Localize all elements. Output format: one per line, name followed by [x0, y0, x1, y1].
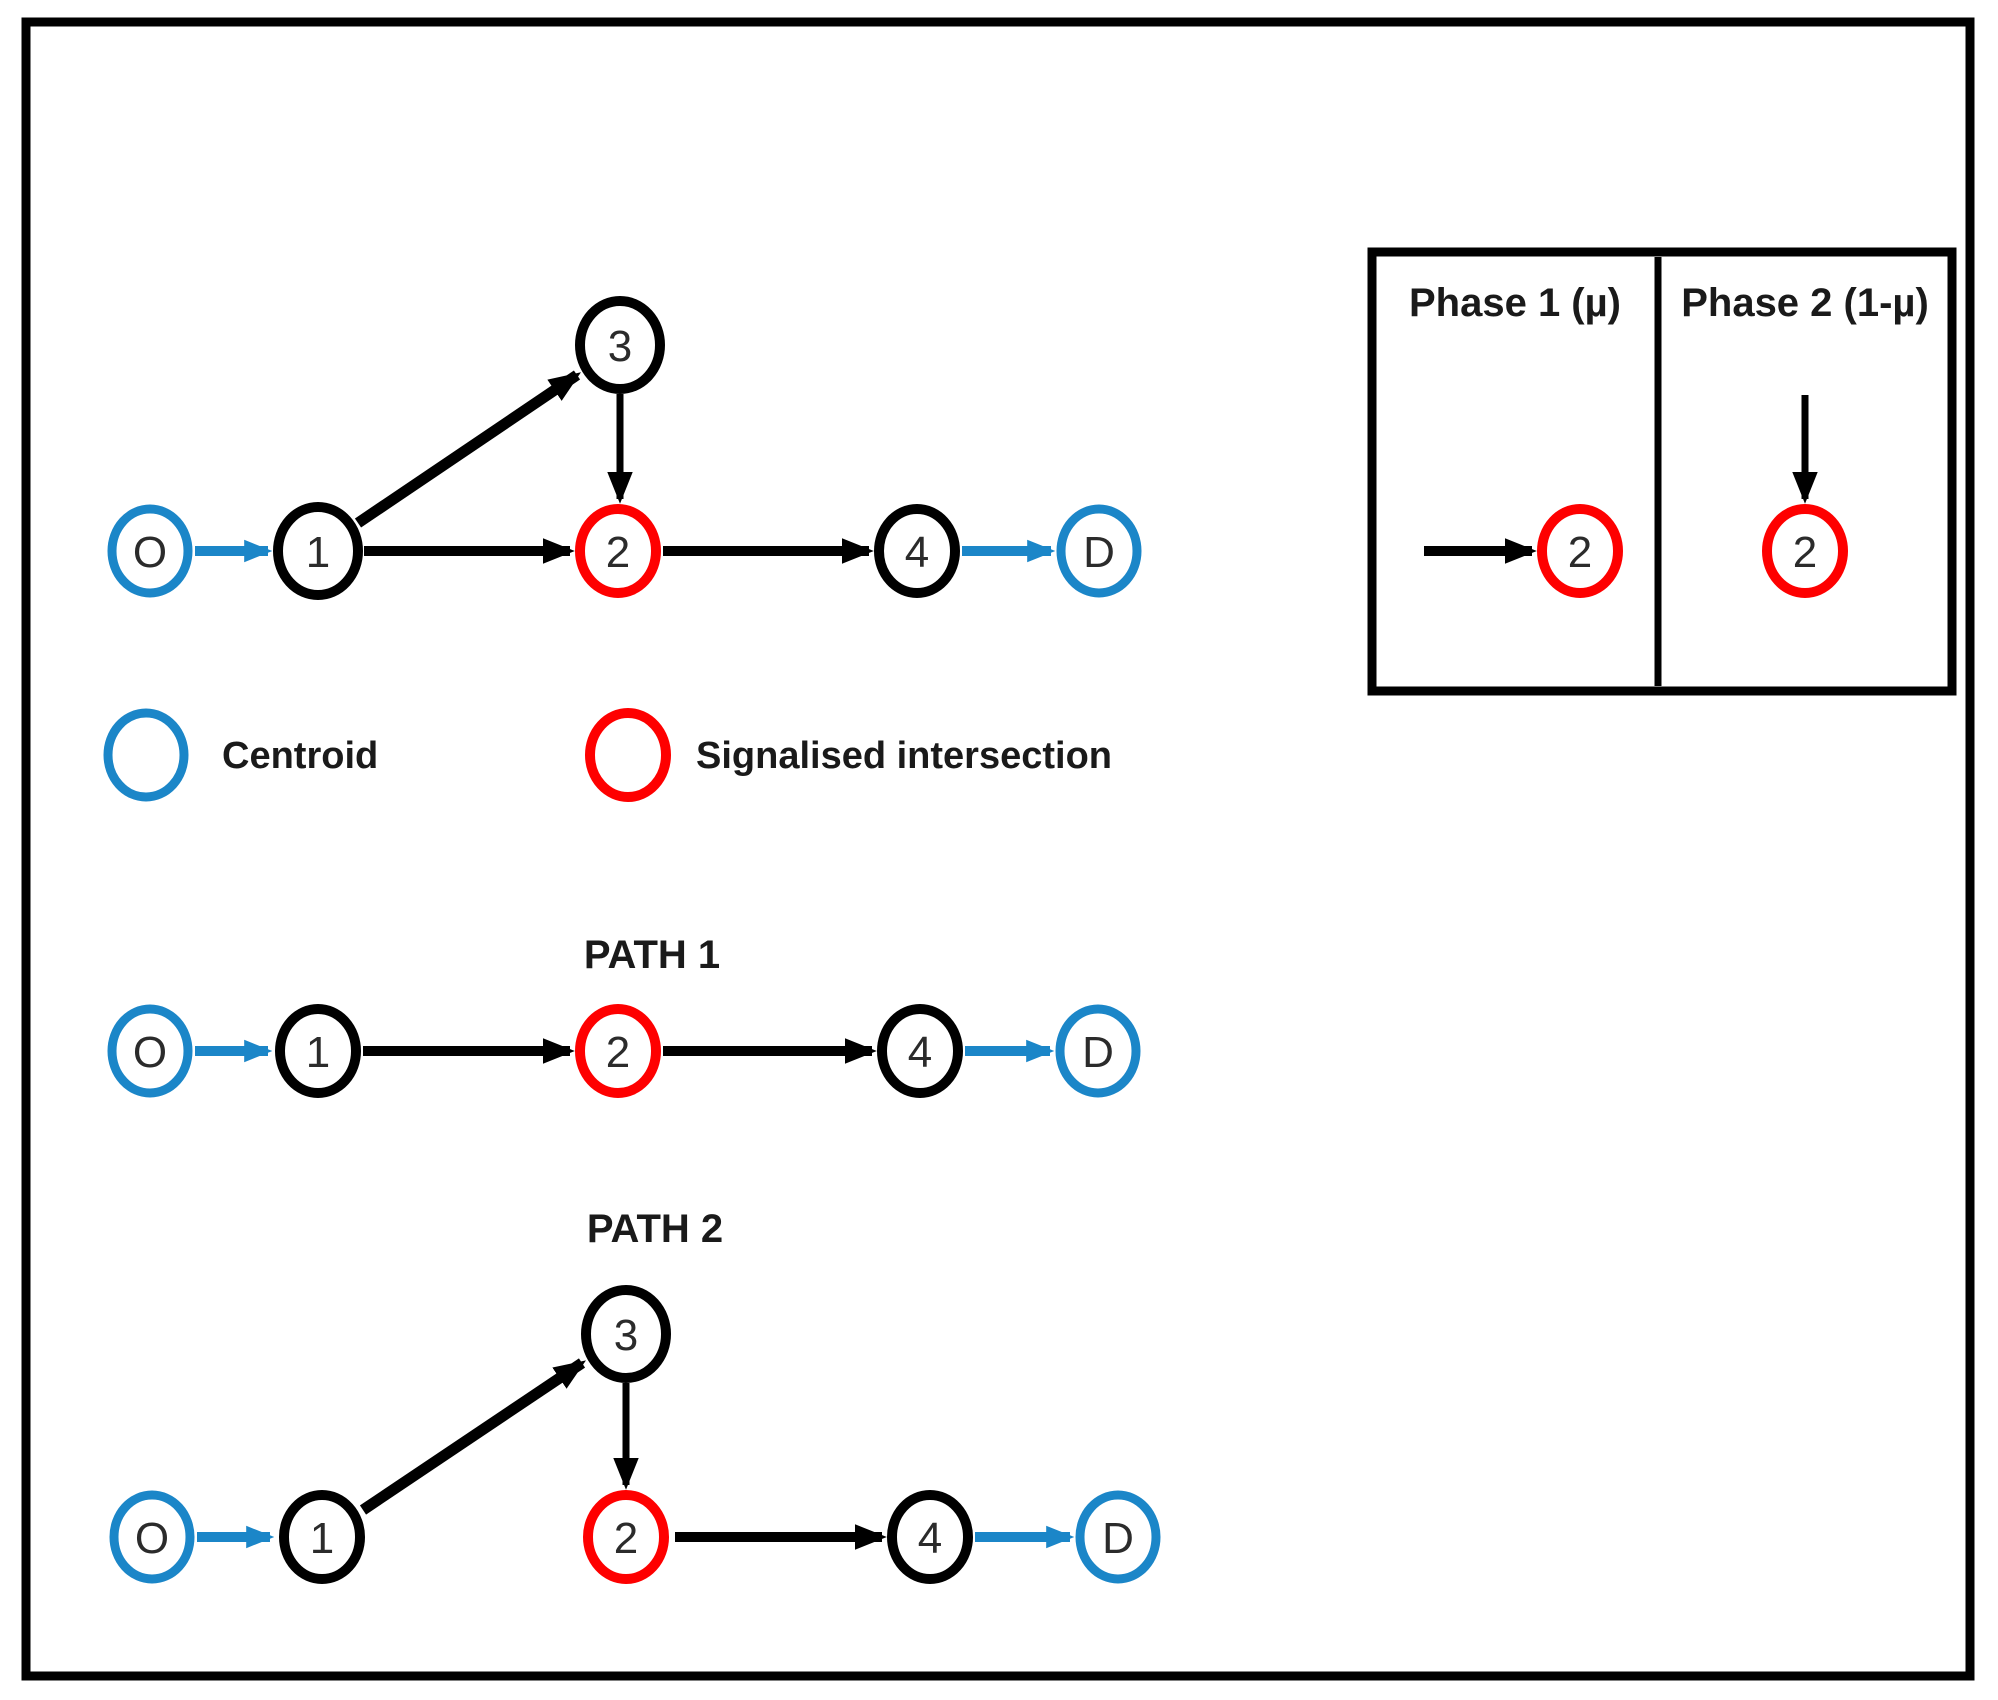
- path1-node-4-label: 4: [908, 1028, 932, 1077]
- path1-title: PATH 1: [584, 933, 720, 977]
- phase-1-node-label: 2: [1568, 528, 1592, 577]
- node-4-circle: [874, 504, 960, 598]
- path2-node-4-label: 4: [918, 1514, 942, 1563]
- phase-2-node-label: 2: [1793, 528, 1817, 577]
- path2-destination-label: D: [1102, 1514, 1134, 1563]
- path2-title: PATH 2: [587, 1207, 723, 1251]
- origin-node-circle: [107, 504, 193, 598]
- legend-signalised-icon: [585, 708, 671, 802]
- node-3-circle: [575, 296, 665, 394]
- path1-destination-circle: [1055, 1004, 1141, 1098]
- path1-origin-circle: [107, 1004, 193, 1098]
- path1-node-2-label: 2: [606, 1028, 630, 1077]
- edge-1-to-3-arrow: [354, 370, 581, 528]
- phase-1-node-circle: [1537, 504, 1623, 598]
- node-2-label: 2: [606, 528, 630, 577]
- phase-2-header: Phase 2 (1-µ): [1681, 281, 1929, 325]
- path1-diagram: PATH 1 O 1 2 4 D: [107, 933, 1141, 1098]
- phase-2-node-circle: [1762, 504, 1848, 598]
- path2-node-3-label: 3: [614, 1311, 638, 1360]
- path1-node-1-label: 1: [306, 1028, 330, 1077]
- path2-origin-circle: [109, 1490, 195, 1584]
- path2-destination-circle: [1075, 1490, 1161, 1584]
- path1-node-1-circle: [275, 1004, 361, 1098]
- legend-centroid-icon: [103, 708, 189, 802]
- full-network-diagram: O 1 3 2 4 D: [107, 296, 1142, 600]
- path1-node-2-circle: [575, 1004, 661, 1098]
- path2-node-1-label: 1: [310, 1514, 334, 1563]
- destination-node-label: D: [1083, 528, 1115, 577]
- figure-border: [21, 17, 1975, 1681]
- phase-1-header: Phase 1 (µ): [1409, 281, 1621, 325]
- path2-node-4-circle: [887, 1490, 973, 1584]
- path2-origin-label: O: [135, 1514, 169, 1563]
- node-1-label: 1: [306, 528, 330, 577]
- node-3-label: 3: [608, 322, 632, 371]
- path2-node-3-circle: [581, 1285, 671, 1383]
- destination-node-circle: [1056, 504, 1142, 598]
- path2-edge-1-to-3-arrow: [359, 1358, 586, 1515]
- phase-box: Phase 1 (µ) Phase 2 (1-µ) 2 2: [1367, 247, 1957, 696]
- legend: Centroid Signalised intersection: [103, 708, 1112, 802]
- path1-destination-label: D: [1082, 1028, 1114, 1077]
- legend-signalised-label: Signalised intersection: [696, 735, 1112, 777]
- node-2-circle: [575, 504, 661, 598]
- legend-centroid-label: Centroid: [222, 735, 378, 777]
- path1-origin-label: O: [133, 1028, 167, 1077]
- node-1-circle: [273, 502, 363, 600]
- phase-box-border: [1367, 247, 1957, 696]
- node-4-label: 4: [905, 528, 929, 577]
- path1-node-4-circle: [877, 1004, 963, 1098]
- origin-node-label: O: [133, 528, 167, 577]
- path2-diagram: PATH 2 O 1 3 2 4 D: [109, 1207, 1161, 1584]
- path2-node-1-circle: [279, 1490, 365, 1584]
- path2-node-2-label: 2: [614, 1514, 638, 1563]
- path2-node-2-circle: [583, 1490, 669, 1584]
